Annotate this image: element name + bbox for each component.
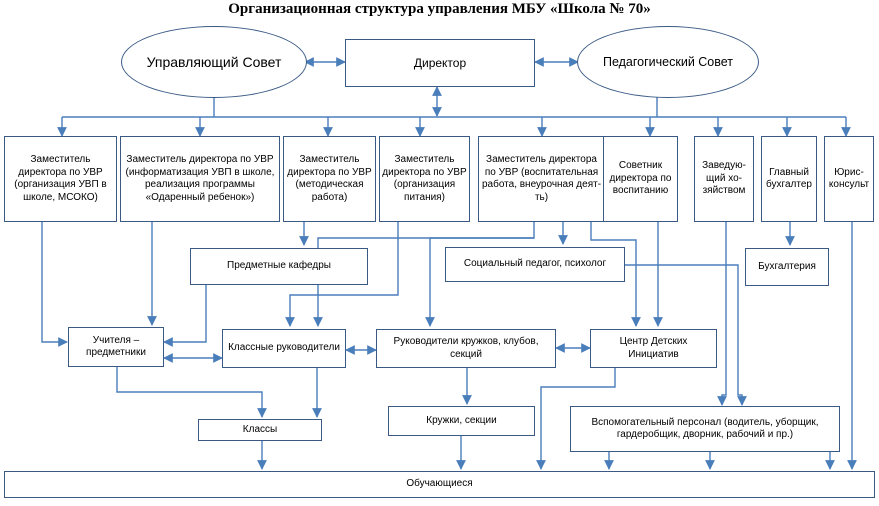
clubs-node: Кружки, секции [388, 406, 535, 436]
deputy-education-node: Заместитель директора по УВР (воспитател… [478, 136, 605, 222]
household-head-node: Заведую-щий хо-зяйством [694, 136, 754, 222]
class-teachers-node: Классные руководители [222, 329, 346, 368]
management-council-node: Управляющий Совет [121, 26, 307, 98]
deputy-organization-node: Заместитель директора по УВР (организаци… [4, 136, 117, 222]
accounting-node: Бухгалтерия [745, 248, 829, 286]
chief-accountant-node: Главный бухгалтер [761, 136, 817, 222]
deputy-food-node: Заместитель директора по УВР (организаци… [379, 136, 470, 222]
club-heads-node: Руководители кружков, клубов, секций [376, 329, 556, 368]
lawyer-node: Юрис-консульт [824, 136, 874, 222]
support-staff-node: Вспомогательный персонал (водитель, убор… [570, 406, 840, 452]
director-node: Директор [345, 39, 535, 87]
subject-teachers-node: Учителя – предметники [68, 327, 164, 367]
children-initiatives-center-node: Центр Детских Инициатив [590, 329, 717, 368]
pedagogical-council-node: Педагогический Совет [577, 26, 759, 98]
deputy-methodical-node: Заместитель директора по УВР (методическ… [283, 136, 376, 222]
students-node: Обучающиеся [4, 471, 875, 498]
diagram-title: Организационная структура управления МБУ… [228, 1, 651, 17]
classes-node: Классы [198, 419, 322, 441]
advisor-node: Советник директора по воспитанию [603, 136, 678, 222]
deputy-informatization-node: Заместитель директора по УВР (информатиз… [120, 136, 280, 222]
social-pedagogue-node: Социальный педагог, психолог [445, 247, 625, 282]
subject-departments-node: Предметные кафедры [190, 248, 368, 285]
